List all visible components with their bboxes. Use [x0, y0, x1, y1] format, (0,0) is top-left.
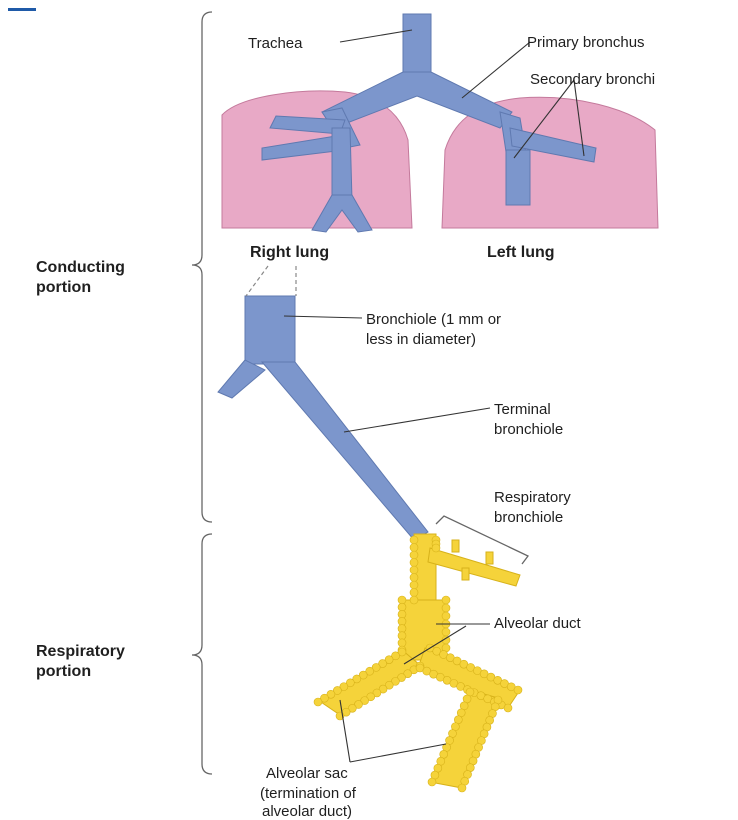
- alveolus-bump: [398, 625, 406, 633]
- label-bronchiole: Bronchiole (1 mm or: [366, 311, 501, 328]
- alveolus-bump: [442, 612, 450, 620]
- label-trachea: Trachea: [248, 35, 303, 52]
- label-respiratory-portion: portion: [36, 663, 91, 680]
- alveolus-bump: [410, 574, 418, 582]
- corner-mark: [8, 8, 36, 11]
- alveolus-bump: [410, 581, 418, 589]
- primary-bronchus-leader: [462, 42, 530, 98]
- alveolus-bump: [458, 784, 466, 792]
- alveolus-bump: [410, 589, 418, 597]
- label-alveolar-sac: Alveolar sac: [266, 765, 348, 782]
- alveolus-bump: [410, 551, 418, 559]
- zoom-dashed-line: [246, 266, 268, 296]
- label-left-lung: Left lung: [487, 244, 555, 261]
- conducting-brace: [192, 12, 212, 522]
- label-primary-bronchus: Primary bronchus: [527, 34, 645, 51]
- alveolus-bump: [432, 544, 440, 552]
- label-conducting-portion: portion: [36, 279, 91, 296]
- label-alveolar-sac: (termination of: [260, 785, 357, 802]
- label-conducting-portion: Conducting: [36, 259, 125, 276]
- trachea-leader: [340, 30, 412, 42]
- alveolus-bump: [410, 566, 418, 574]
- label-terminal-bronchiole: Terminal: [494, 401, 551, 418]
- alveolus-bump: [410, 544, 418, 552]
- label-terminal-bronchiole: bronchiole: [494, 421, 563, 438]
- label-alveolar-duct: Alveolar duct: [494, 615, 582, 632]
- alveolus-bump: [442, 596, 450, 604]
- alveolus-bump: [442, 628, 450, 636]
- alveolus-bump: [410, 559, 418, 567]
- alveolus-bump: [398, 639, 406, 647]
- terminal-bronchiole-leader: [344, 408, 490, 432]
- alveolus-bump: [398, 632, 406, 640]
- alveolar-sac-leader: [350, 744, 446, 762]
- alveolus-bump: [314, 698, 322, 706]
- label-secondary-bronchi: Secondary bronchi: [530, 71, 655, 88]
- respiratory-brace: [192, 534, 212, 774]
- label-alveolar-sac: alveolar duct): [262, 803, 352, 820]
- alveolus-bump: [398, 596, 406, 604]
- label-respiratory-bronchiole: bronchiole: [494, 509, 563, 526]
- alveolus-bump: [442, 604, 450, 612]
- alveolus-bump: [398, 603, 406, 611]
- label-bronchiole: less in diameter): [366, 331, 476, 348]
- alveolus-bump: [428, 778, 436, 786]
- label-respiratory-bronchiole: Respiratory: [494, 489, 571, 506]
- alveolus-bump: [398, 617, 406, 625]
- bronchiole-leader: [284, 316, 362, 318]
- alveolus-bump: [410, 536, 418, 544]
- alveolus-bump: [514, 686, 522, 694]
- alveolus-bump: [504, 704, 512, 712]
- alveolus-bump: [398, 610, 406, 618]
- right-lung-shape: [222, 91, 412, 228]
- alveolus-bump: [410, 596, 418, 604]
- label-right-lung: Right lung: [250, 244, 329, 261]
- label-respiratory-portion: Respiratory: [36, 643, 125, 660]
